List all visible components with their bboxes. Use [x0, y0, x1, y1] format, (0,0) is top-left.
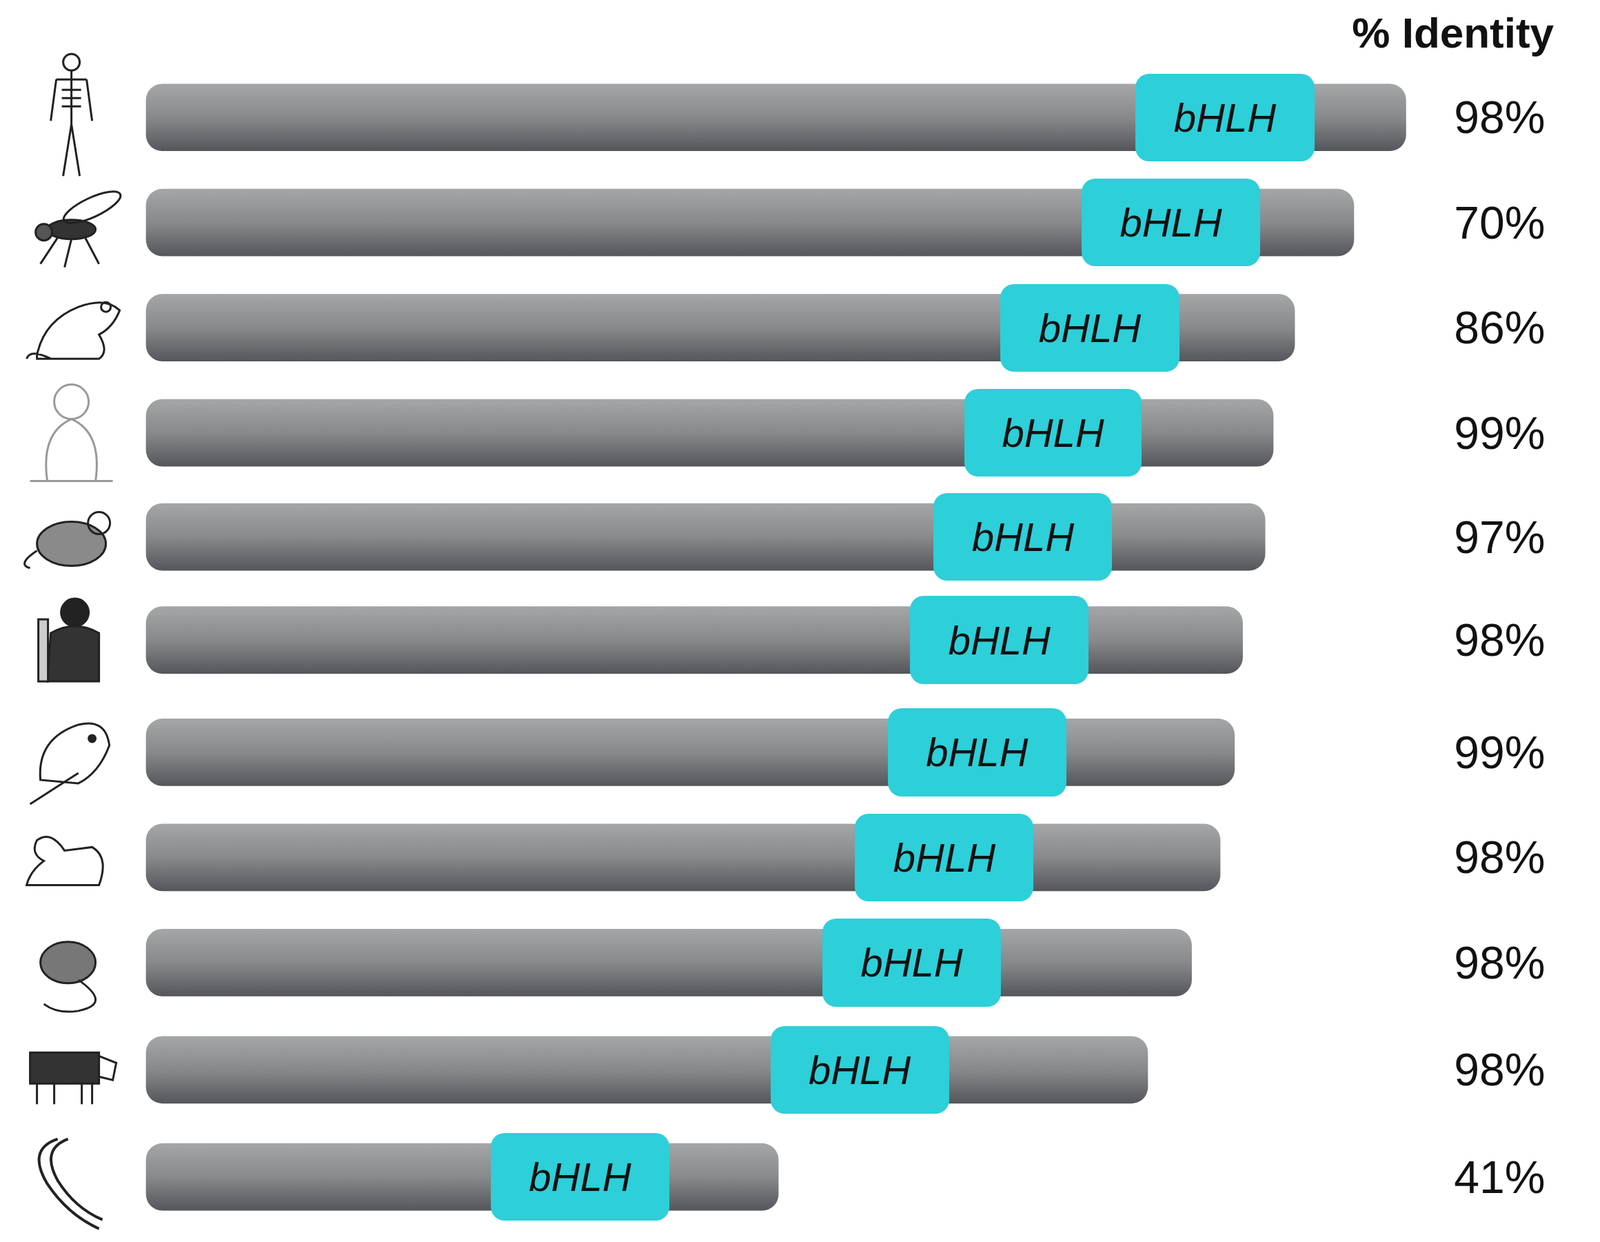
domain-box: bHLH	[933, 492, 1112, 581]
domain-box: bHLH	[1081, 178, 1261, 267]
domain-label: bHLH	[1119, 199, 1222, 246]
identity-value: 86%	[1453, 301, 1545, 354]
domain-box: bHLH	[822, 918, 1001, 1006]
species-icon	[30, 384, 114, 482]
identity-value: 98%	[1453, 936, 1545, 989]
species-icon	[38, 598, 100, 682]
protein-bar	[146, 1035, 1149, 1103]
domain-label: bHLH	[808, 1046, 911, 1093]
identity-value: 70%	[1453, 196, 1545, 249]
species-icon	[40, 941, 96, 1012]
species-icon	[30, 1051, 117, 1104]
species-icon	[26, 301, 120, 359]
domain-label: bHLH	[971, 513, 1075, 560]
domain-label: bHLH	[893, 834, 996, 881]
domain-box: bHLH	[770, 1025, 950, 1114]
domain-box: bHLH	[854, 813, 1034, 901]
domain-box: bHLH	[964, 388, 1143, 477]
domain-label: bHLH	[1173, 94, 1277, 141]
identity-value: 97%	[1453, 510, 1545, 564]
species-icon	[35, 185, 125, 268]
domain-box: bHLH	[1000, 284, 1181, 372]
identity-value: 41%	[1453, 1150, 1545, 1203]
protein-bar	[146, 1142, 779, 1211]
species-icon	[26, 836, 104, 885]
species-icon	[30, 723, 110, 804]
domain-box: bHLH	[887, 707, 1067, 796]
species-icon	[51, 53, 93, 176]
protein-bar	[146, 823, 1221, 892]
identity-value: 99%	[1453, 725, 1545, 779]
domain-box: bHLH	[490, 1132, 670, 1221]
domain-label: bHLH	[925, 728, 1028, 775]
identity-value: 98%	[1453, 1042, 1545, 1096]
domain-box: bHLH	[909, 595, 1089, 684]
protein-bar	[146, 928, 1192, 997]
species-icon	[24, 512, 111, 569]
domain-label: bHLH	[528, 1153, 631, 1200]
domain-box: bHLH	[1135, 73, 1314, 162]
domain-label: bHLH	[948, 616, 1051, 664]
domain-label: bHLH	[860, 938, 963, 986]
identity-value: 98%	[1453, 90, 1545, 144]
protein-bar	[146, 718, 1235, 786]
identity-value: 99%	[1453, 406, 1545, 460]
column-header: % Identity	[1351, 8, 1554, 58]
identity-value: 98%	[1453, 830, 1545, 884]
domain-label: bHLH	[1001, 409, 1104, 456]
domain-label: bHLH	[1038, 304, 1141, 351]
species-icon	[39, 1138, 103, 1229]
identity-value: 98%	[1453, 613, 1545, 666]
